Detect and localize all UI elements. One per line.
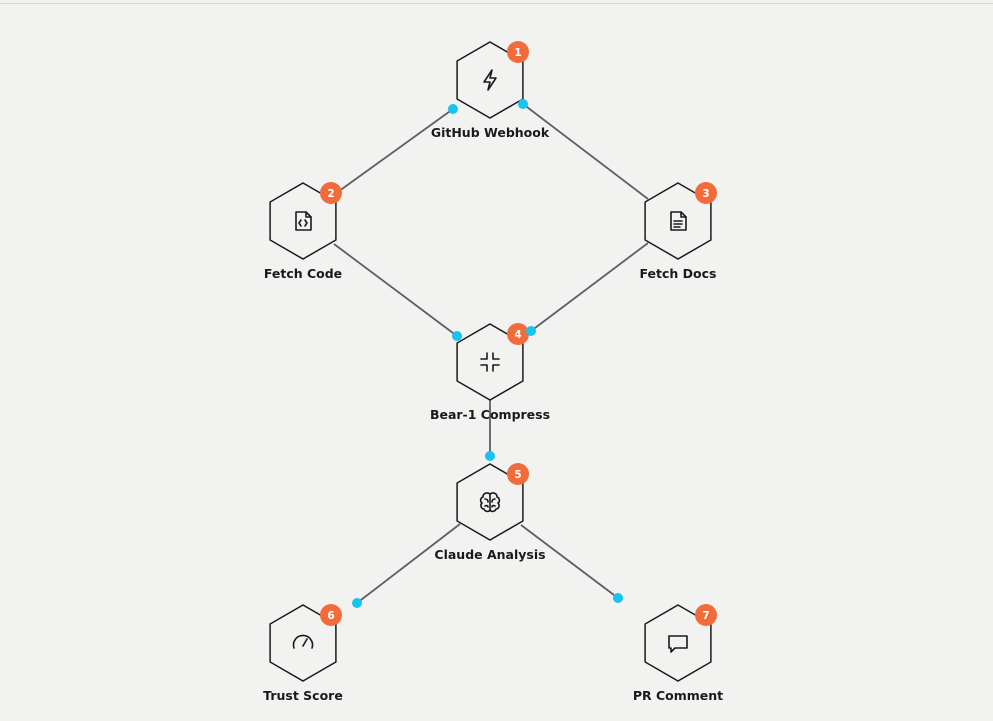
connection-handle[interactable] (448, 104, 458, 114)
handles (352, 99, 623, 608)
step-badge: 4 (507, 323, 529, 345)
edge-webhook-to-fetch-docs (522, 103, 649, 200)
node-label: Claude Analysis (434, 547, 545, 562)
connection-handle[interactable] (518, 99, 528, 109)
node-label: Bear-1 Compress (430, 407, 550, 422)
document-text-icon (670, 211, 687, 231)
step-badge: 2 (320, 182, 342, 204)
edge-fetch-code-to-compress (333, 243, 458, 337)
node-label: PR Comment (633, 688, 723, 703)
file-code-icon (295, 211, 312, 231)
step-number: 5 (514, 469, 521, 481)
top-border (0, 0, 993, 4)
step-number: 4 (514, 329, 521, 341)
step-number: 2 (327, 188, 334, 200)
node-comment[interactable]: 7 PR Comment (633, 604, 723, 703)
node-label: GitHub Webhook (431, 125, 550, 140)
chat-bubble-icon (668, 635, 688, 653)
node-label: Fetch Docs (640, 266, 717, 281)
edge-claude-to-trust (356, 523, 461, 604)
connection-handle[interactable] (613, 593, 623, 603)
connection-handle[interactable] (452, 331, 462, 341)
lightning-icon (483, 69, 497, 91)
edge-webhook-to-fetch-code (334, 108, 454, 195)
step-number: 1 (514, 47, 521, 59)
edge-fetch-docs-to-compress (530, 242, 649, 332)
connection-handle[interactable] (352, 598, 362, 608)
step-badge: 1 (507, 41, 529, 63)
compress-arrows-icon (480, 352, 500, 372)
edges (333, 103, 649, 604)
connection-handle[interactable] (485, 451, 495, 461)
step-badge: 6 (320, 604, 342, 626)
node-label: Fetch Code (264, 266, 342, 281)
step-badge: 3 (695, 182, 717, 204)
edge-claude-to-comment (520, 524, 619, 599)
step-badge: 5 (507, 463, 529, 485)
brain-icon (479, 492, 501, 513)
step-badge: 7 (695, 604, 717, 626)
gauge-icon (292, 634, 314, 649)
step-number: 3 (702, 188, 709, 200)
step-number: 7 (702, 610, 709, 622)
node-label: Trust Score (263, 688, 343, 703)
step-number: 6 (327, 610, 334, 622)
connection-handle[interactable] (526, 326, 536, 336)
